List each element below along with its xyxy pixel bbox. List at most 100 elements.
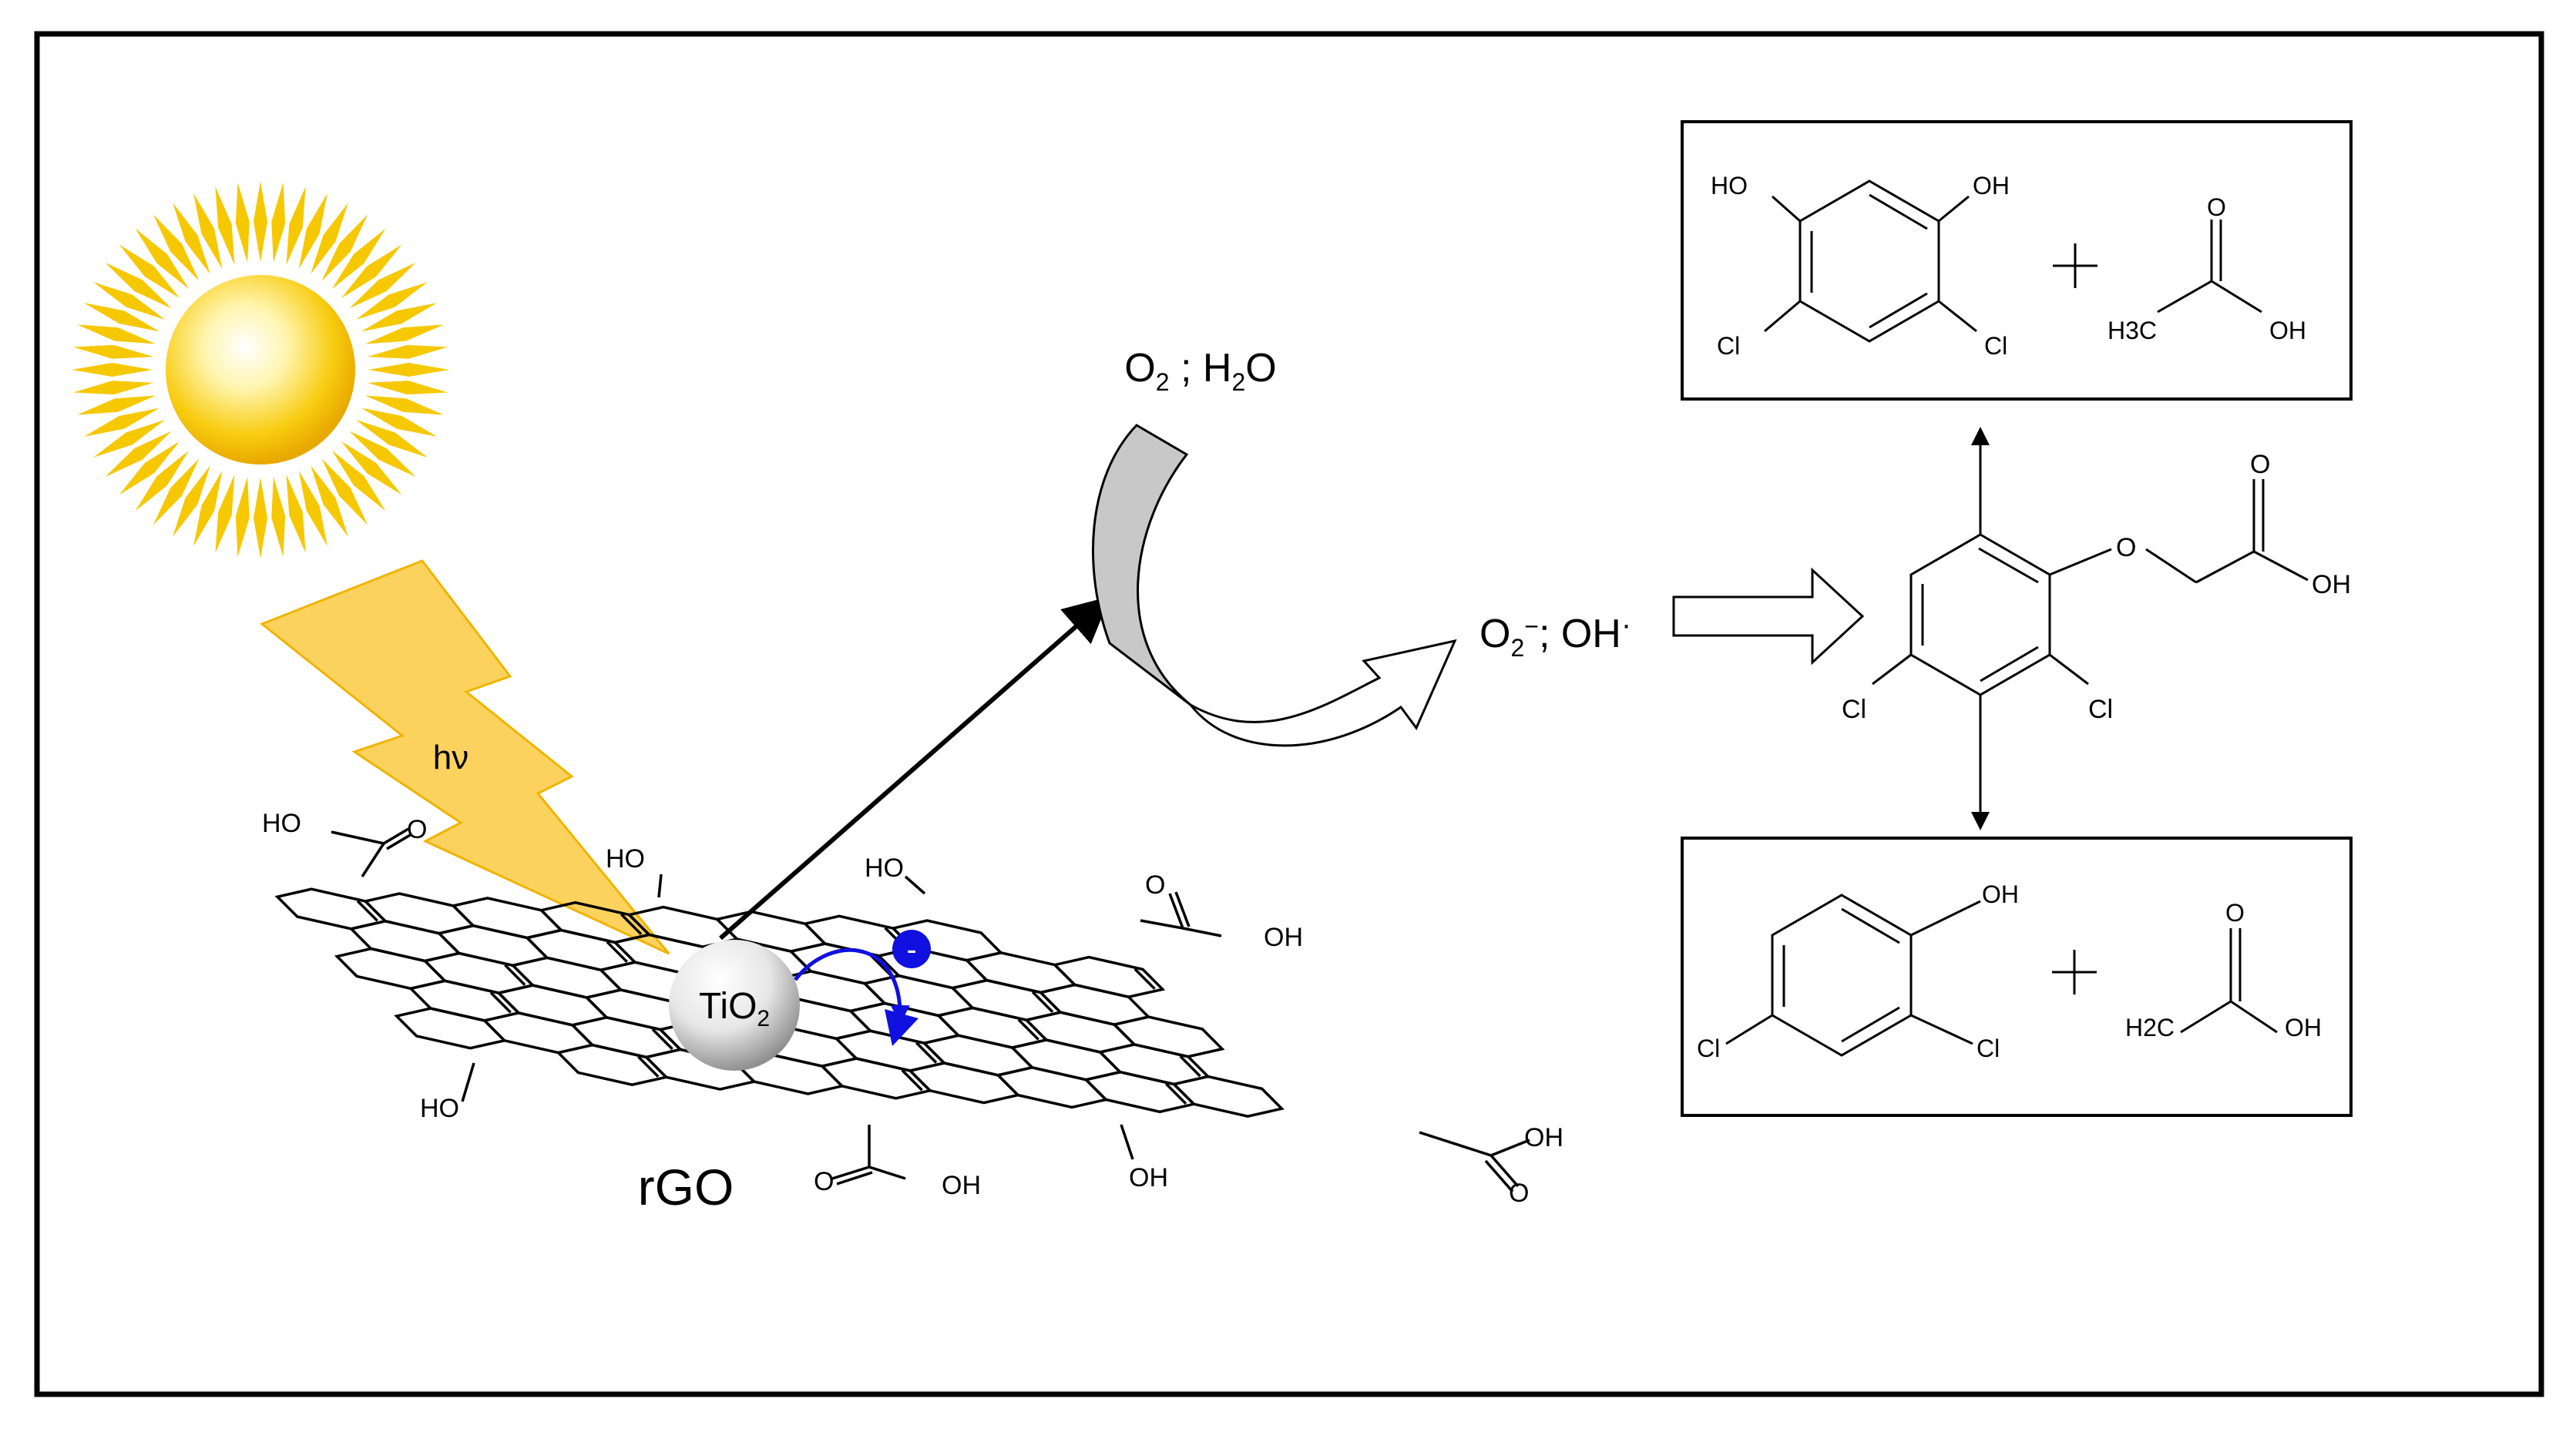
double-bond (1179, 1055, 1201, 1078)
sun-ray (254, 478, 267, 558)
graphene-ring (861, 974, 976, 1018)
graphene-ring (334, 947, 448, 991)
graphene-ring (1171, 1075, 1285, 1118)
product-box-bottom: OH Cl Cl O H2C OH + (1681, 837, 2353, 1117)
graphene-ring (907, 1061, 1021, 1105)
atom-label: Cl (1977, 1035, 2000, 1062)
group-label: HO (420, 1094, 459, 1123)
graphene-ring (274, 887, 388, 931)
graphene-ring (1009, 1038, 1123, 1082)
atom-label: O (2225, 899, 2245, 927)
graphene-ring (524, 928, 638, 971)
graphene-ring (922, 1034, 1035, 1077)
sun-ray (173, 464, 210, 537)
graphene-ring (510, 956, 624, 999)
sun-ray (271, 182, 286, 263)
graphene-ring (556, 1043, 669, 1086)
graphene-ring (569, 1016, 683, 1059)
reaction-arrow (719, 596, 1111, 941)
sun-icon (72, 181, 449, 558)
double-bond (1031, 991, 1054, 1013)
tio2-label: TiO (699, 986, 757, 1027)
group-label: O (1145, 870, 1165, 900)
reactants-label: O2 ; H2O (1124, 346, 1276, 396)
sun-ray (193, 470, 223, 547)
sun-ray (364, 395, 444, 415)
sun-ray (286, 474, 306, 553)
graphene-sheet (274, 827, 1530, 1193)
group-label: O (814, 1167, 834, 1196)
sun-ray (153, 214, 200, 281)
atom-label: Cl (1842, 695, 1866, 724)
sun-ray (367, 381, 448, 395)
atom-label: HO (1711, 172, 1748, 200)
sun-ray (355, 420, 428, 458)
block-arrow-icon (1672, 567, 1865, 666)
double-bond (356, 900, 378, 922)
sun-ray (331, 450, 386, 511)
graphene-ring (964, 951, 1078, 994)
atom-label: OH (2312, 570, 2351, 599)
graphene-ring (833, 1029, 947, 1072)
sun-ray (341, 244, 402, 299)
sun-ray (93, 282, 166, 320)
group-label: HO (865, 853, 904, 883)
sun-ray (105, 431, 172, 478)
tio2-subscript: 2 (757, 1006, 770, 1031)
sun-ray (349, 431, 416, 478)
atom-label: H3C (2107, 317, 2157, 344)
graphene-functional-labels: HO O HO HO O OH HO O OH OH OH O (262, 809, 1563, 1208)
sun-ray (215, 186, 235, 266)
curved-arrow-icon (1091, 424, 1457, 747)
graphene-ring (949, 978, 1063, 1021)
sun-ray (298, 193, 327, 270)
sun-ray (271, 476, 286, 558)
sun-core (166, 275, 355, 464)
graphene-ring (1083, 1070, 1197, 1114)
svg-text:TiO2: TiO2 (699, 986, 770, 1031)
atom-label: O (2207, 193, 2226, 221)
group-label: OH (1264, 923, 1303, 952)
graphene-ring (935, 1006, 1050, 1049)
sun-ray (83, 303, 160, 332)
sun-ray (341, 441, 402, 495)
electron-icon (892, 930, 931, 968)
graphene-ring (1097, 1043, 1211, 1086)
double-bond (1134, 968, 1156, 990)
group-label: OH (1129, 1163, 1168, 1192)
sun-ray (321, 458, 368, 525)
sun-ray (311, 203, 348, 275)
sun-ray (361, 407, 438, 437)
sun-ray (153, 458, 200, 525)
atom-label: H2C (2125, 1014, 2175, 1041)
product-box-top: HO OH Cl Cl O H3C OH + (1681, 120, 2353, 401)
sun-ray (321, 214, 368, 281)
group-label: O (1509, 1179, 1529, 1208)
atom-label: Cl (1984, 332, 2007, 360)
graphene-functional-bonds (331, 827, 1530, 1193)
graphene-ring (422, 951, 536, 994)
group-label: HO (262, 809, 301, 838)
graphene-ring (394, 1007, 508, 1050)
sun-ray (286, 186, 306, 266)
graphene-ring (995, 1066, 1109, 1109)
sun-ray (135, 228, 190, 290)
atom-label: OH (1973, 172, 2010, 200)
atom-label: O (2116, 533, 2136, 562)
graphene-ring (408, 979, 522, 1022)
graphene-ring (348, 920, 462, 963)
sun-ray (254, 181, 267, 262)
sun-ray (215, 474, 235, 553)
light-label: hν (433, 739, 469, 776)
sun-ray (77, 395, 156, 415)
atom-label: O (2250, 450, 2270, 479)
graphene-ring (1023, 1011, 1137, 1054)
double-bond (651, 1028, 673, 1051)
atom-label: OH (2269, 317, 2306, 344)
sun-ray (93, 420, 166, 458)
sun-ray (368, 363, 449, 377)
atom-label: OH (1982, 880, 2019, 908)
parent-compound-labels: O O OH Cl Cl (1842, 450, 2351, 724)
sun-ray (72, 363, 153, 377)
